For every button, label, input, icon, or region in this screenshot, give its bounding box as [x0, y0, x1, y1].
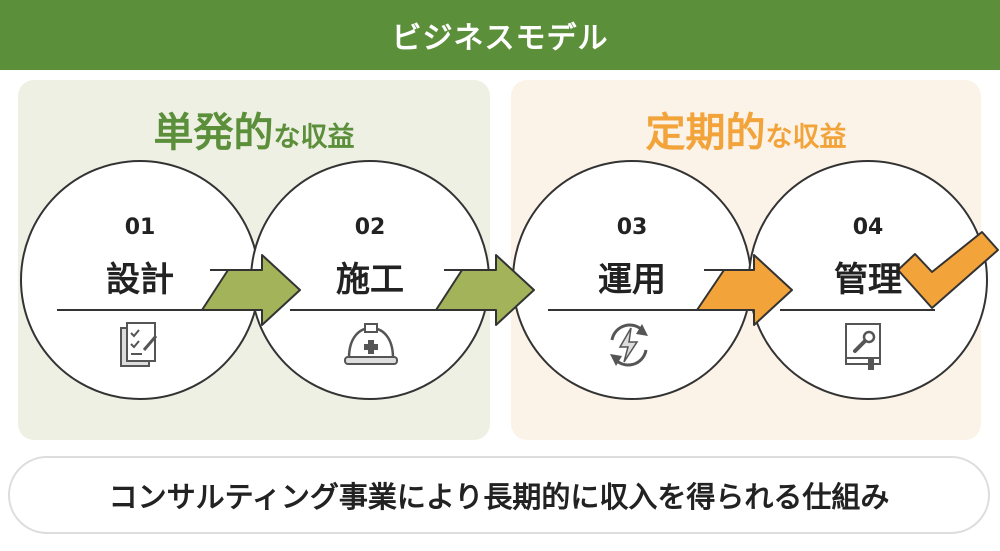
- step-label-1: 設計: [106, 260, 174, 300]
- summary-banner: コンサルティング事業により長期的に収入を得られる仕組み: [8, 456, 990, 534]
- power-cycle-icon: [610, 323, 648, 367]
- checkmark-icon: [897, 231, 999, 309]
- one-time-revenue-title: 単発的な収益: [18, 100, 490, 158]
- recurring-title-main: 定期的: [645, 110, 766, 156]
- one-time-title-main: 単発的: [153, 110, 274, 156]
- step-label-4: 管理: [834, 260, 902, 300]
- step-number-2: 02: [354, 215, 386, 240]
- step-number-3: 03: [616, 215, 648, 240]
- summary-text: コンサルティング事業により長期的に収入を得られる仕組み: [108, 480, 890, 514]
- step-label-3: 運用: [598, 260, 666, 300]
- step-number-4: 04: [852, 215, 884, 240]
- recurring-revenue-title: 定期的な収益: [511, 100, 981, 158]
- header-title: ビジネスモデル: [391, 21, 609, 56]
- recurring-title-sub: な収益: [765, 122, 847, 153]
- flow-arrow-2: [435, 254, 535, 326]
- checklist-document-icon: [120, 322, 158, 367]
- one-time-title-sub: な収益: [273, 122, 355, 153]
- hard-hat-icon: [344, 323, 398, 365]
- step-label-2: 施工: [336, 260, 404, 300]
- header-banner: ビジネスモデル: [0, 0, 1000, 70]
- flow-arrow-3: [696, 254, 793, 326]
- step-circle-operation: [512, 160, 752, 400]
- step-number-1: 01: [124, 215, 156, 240]
- flow-arrow-1: [201, 254, 301, 326]
- wrench-manual-icon: [845, 323, 881, 370]
